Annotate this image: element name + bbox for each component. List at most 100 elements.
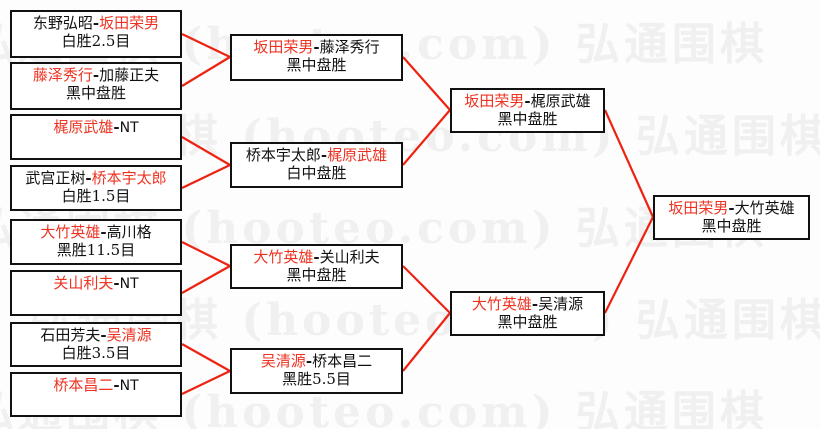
winner-name: 梶原武雄	[327, 146, 388, 164]
connector-line	[181, 164, 231, 189]
match-players: 梶原武雄-NT	[53, 119, 138, 137]
winner-name: 梶原武雄	[53, 118, 114, 136]
connector-line	[402, 56, 451, 111]
match-result: 白胜1.5目	[61, 186, 131, 205]
match-result: 黑胜5.5目	[282, 369, 351, 388]
loser-name: 藤泽秀行	[319, 38, 380, 56]
name-separator: -	[531, 295, 539, 313]
match-players: 坂田荣男-大竹英雄	[668, 200, 794, 217]
winner-name: 关山利夫	[53, 274, 114, 292]
connector-line	[402, 312, 451, 372]
connector-line	[604, 216, 654, 314]
name-separator: -	[320, 146, 328, 164]
winner-name: 吴清源	[260, 352, 306, 370]
match-box[interactable]: 大竹英雄-吴清源黑中盘胜	[450, 291, 605, 336]
match-box[interactable]: 梶原武雄-NT	[10, 114, 182, 160]
match-result: 白胜3.5目	[61, 343, 131, 362]
match-players: 东野弘昭-坂田荣男	[33, 15, 159, 32]
match-players: 藤泽秀行-加藤正夫	[33, 67, 159, 84]
match-result: 白中盘胜	[286, 163, 347, 182]
loser-name: 桥本昌二	[312, 352, 373, 370]
winner-name: 吴清源	[106, 326, 152, 344]
winner-name: 藤泽秀行	[32, 66, 93, 84]
match-box[interactable]: 坂田荣男-大竹英雄黑中盘胜	[653, 195, 810, 240]
name-separator: -	[113, 274, 120, 292]
match-box[interactable]: 关山利夫-NT	[10, 270, 182, 316]
match-players: 大竹英雄-关山利夫	[253, 249, 379, 266]
winner-name: 大竹英雄	[40, 223, 101, 241]
loser-name: 东野弘昭	[32, 14, 93, 32]
name-separator: -	[113, 118, 120, 136]
match-box[interactable]: 桥本昌二-NT	[10, 372, 182, 417]
name-separator: -	[313, 248, 320, 266]
bye-label: NT	[119, 378, 139, 394]
match-result: 白胜2.5目	[61, 31, 131, 50]
match-box[interactable]: 大竹英雄-高川格黑胜11.5目	[10, 219, 182, 265]
loser-name: 关山利夫	[319, 248, 380, 266]
match-players: 关山利夫-NT	[53, 275, 138, 293]
match-result: 黑中盘胜	[286, 265, 347, 284]
connector-line	[603, 109, 655, 218]
match-players: 桥本昌二-NT	[53, 377, 138, 395]
connector-line	[181, 136, 231, 166]
name-separator: -	[92, 66, 100, 84]
match-players: 桥本宇太郎-梶原武雄	[246, 147, 387, 164]
name-separator: -	[313, 38, 320, 56]
match-result: 黑中盘胜	[286, 55, 347, 74]
match-result: 黑中盘胜	[497, 312, 558, 331]
winner-name: 坂田荣男	[464, 92, 525, 110]
match-box[interactable]: 桥本宇太郎-梶原武雄白中盘胜	[230, 142, 403, 188]
loser-name: 大竹英雄	[734, 199, 795, 217]
connector-line	[181, 56, 231, 87]
connector-line	[181, 33, 231, 58]
winner-name: 坂田荣男	[253, 38, 314, 56]
match-result: 黑胜11.5目	[56, 240, 136, 259]
winner-name: 桥本昌二	[53, 376, 114, 394]
match-box[interactable]: 坂田荣男-藤泽秀行黑中盘胜	[230, 34, 403, 81]
connector-line	[402, 109, 451, 166]
match-players: 武宫正树-桥本宇太郎	[25, 170, 166, 187]
loser-name: 武宫正树	[25, 169, 86, 187]
winner-name: 桥本宇太郎	[91, 169, 167, 187]
match-players: 吴清源-桥本昌二	[261, 353, 372, 370]
match-result: 黑中盘胜	[701, 216, 762, 235]
name-separator: -	[524, 92, 531, 110]
match-box[interactable]: 大竹英雄-关山利夫黑中盘胜	[230, 244, 403, 289]
name-separator: -	[85, 169, 92, 187]
match-players: 坂田荣男-藤泽秀行	[253, 39, 379, 56]
winner-name: 大竹英雄	[253, 248, 314, 266]
match-box[interactable]: 东野弘昭-坂田荣男白胜2.5目	[10, 10, 182, 58]
match-players: 石田芳夫-吴清源	[40, 327, 151, 344]
connector-line	[181, 370, 231, 395]
match-result: 黑中盘胜	[497, 109, 558, 128]
winner-name: 大竹英雄	[471, 295, 532, 313]
match-players: 大竹英雄-吴清源	[472, 296, 583, 313]
name-separator: -	[100, 223, 107, 241]
match-box[interactable]: 武宫正树-桥本宇太郎白胜1.5目	[10, 165, 182, 211]
connector-line	[181, 265, 231, 294]
loser-name: 高川格	[106, 223, 152, 241]
name-separator: -	[728, 199, 735, 217]
match-players: 大竹英雄-高川格	[40, 224, 151, 241]
name-separator: -	[100, 326, 107, 344]
match-box[interactable]: 坂田荣男-梶原武雄黑中盘胜	[450, 88, 605, 133]
loser-name: 石田芳夫	[40, 326, 101, 344]
connector-line	[181, 241, 231, 267]
match-box[interactable]: 藤泽秀行-加藤正夫黑中盘胜	[10, 62, 182, 110]
bye-label: NT	[119, 120, 139, 136]
loser-name: 梶原武雄	[530, 92, 591, 110]
match-box[interactable]: 石田芳夫-吴清源白胜3.5目	[10, 322, 182, 367]
name-separator: -	[113, 376, 120, 394]
match-box[interactable]: 吴清源-桥本昌二黑胜5.5目	[230, 348, 403, 394]
loser-name: 吴清源	[538, 295, 584, 313]
bye-label: NT	[119, 276, 139, 292]
winner-name: 坂田荣男	[99, 14, 160, 32]
winner-name: 坂田荣男	[668, 199, 729, 217]
name-separator: -	[92, 14, 100, 32]
loser-name: 桥本宇太郎	[245, 146, 321, 164]
match-players: 坂田荣男-梶原武雄	[464, 93, 590, 110]
match-result: 黑中盘胜	[65, 83, 126, 102]
connector-line	[402, 265, 451, 314]
connector-line	[181, 343, 231, 372]
